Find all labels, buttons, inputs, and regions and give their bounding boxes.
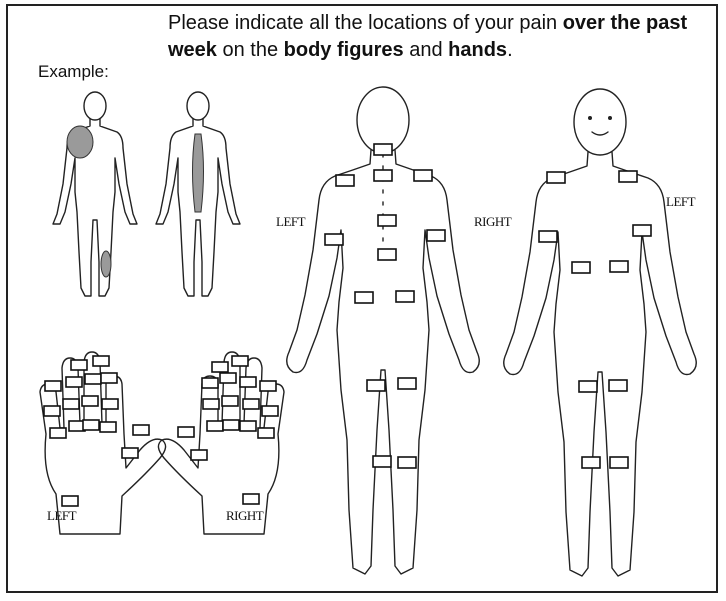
example-front-figure	[53, 92, 137, 296]
left-hand-finger-box[interactable]	[63, 399, 79, 409]
front-right-knee-box[interactable]	[609, 380, 627, 391]
back-right-shoulder-box[interactable]	[414, 170, 432, 181]
front-left-shoulder-box[interactable]	[547, 172, 565, 183]
right-hand-knuckle-box[interactable]	[258, 428, 274, 438]
back-body-figure	[287, 87, 480, 574]
right-hand-knuckle-box[interactable]	[223, 420, 239, 430]
example-shoulder-shading	[67, 126, 93, 158]
front-right-hip-box[interactable]	[610, 261, 628, 272]
front-right-upper-arm-box[interactable]	[633, 225, 651, 236]
right-hand-finger-box[interactable]	[202, 378, 218, 388]
right-hand-finger-box[interactable]	[240, 377, 256, 387]
right-hand-finger-box[interactable]	[262, 406, 278, 416]
left-hand-finger-box[interactable]	[85, 374, 101, 384]
back-left-hip-box[interactable]	[355, 292, 373, 303]
right-hand-knuckle-box[interactable]	[240, 421, 256, 431]
front-body-figure	[504, 89, 697, 576]
face-eye-icon	[588, 116, 592, 120]
back-left-shoulder-box[interactable]	[336, 175, 354, 186]
front-left-ankle-box[interactable]	[582, 457, 600, 468]
right-hand-finger-box[interactable]	[203, 399, 219, 409]
left-hand-finger-box[interactable]	[93, 356, 109, 366]
front-left-knee-box[interactable]	[579, 381, 597, 392]
right-hand-thumb-base-box[interactable]	[191, 450, 207, 460]
left-hand-thumb-base-box[interactable]	[122, 448, 138, 458]
left-hand-knuckle-box[interactable]	[100, 422, 116, 432]
back-right-upper-arm-box[interactable]	[427, 230, 445, 241]
right-hand-finger-box[interactable]	[222, 396, 238, 406]
right-hand-finger-box[interactable]	[232, 356, 248, 366]
left-hand-finger-box[interactable]	[45, 381, 61, 391]
back-upper-spine-box[interactable]	[374, 170, 392, 181]
left-hand-thumb-box[interactable]	[133, 425, 149, 435]
back-neck-box[interactable]	[374, 144, 392, 155]
right-hand-knuckle-box[interactable]	[207, 421, 223, 431]
back-right-ankle-box[interactable]	[398, 457, 416, 468]
right-hand-finger-box[interactable]	[220, 373, 236, 383]
right-hand-thumb-box[interactable]	[178, 427, 194, 437]
right-hand-boxes	[178, 356, 278, 504]
left-hand-wrist-box[interactable]	[62, 496, 78, 506]
back-left-knee-box[interactable]	[367, 380, 385, 391]
example-back-figure	[156, 92, 240, 296]
left-hand-finger-box[interactable]	[102, 399, 118, 409]
back-left-upper-arm-box[interactable]	[325, 234, 343, 245]
back-lower-spine-box[interactable]	[378, 249, 396, 260]
back-left-ankle-box[interactable]	[373, 456, 391, 467]
right-hand-finger-box[interactable]	[212, 362, 228, 372]
front-left-upper-arm-box[interactable]	[539, 231, 557, 242]
left-hand-finger-box[interactable]	[101, 373, 117, 383]
left-hand-boxes	[44, 356, 149, 506]
left-hand-finger-box[interactable]	[66, 377, 82, 387]
front-right-shoulder-box[interactable]	[619, 171, 637, 182]
example-leg-shading	[101, 251, 111, 277]
example-spine-shading	[193, 134, 204, 212]
left-hand-knuckle-box[interactable]	[83, 420, 99, 430]
left-hand-finger-box[interactable]	[82, 396, 98, 406]
left-hand-finger-box[interactable]	[44, 406, 60, 416]
face-mouth-icon	[592, 132, 608, 135]
back-right-knee-box[interactable]	[398, 378, 416, 389]
face-eye-icon	[608, 116, 612, 120]
left-hand-finger-box[interactable]	[71, 360, 87, 370]
right-hand-finger-box[interactable]	[243, 399, 259, 409]
right-hand-wrist-box[interactable]	[243, 494, 259, 504]
back-mid-spine-box[interactable]	[378, 215, 396, 226]
back-right-hip-box[interactable]	[396, 291, 414, 302]
front-right-ankle-box[interactable]	[610, 457, 628, 468]
left-hand-knuckle-box[interactable]	[50, 428, 66, 438]
right-hand-finger-box[interactable]	[260, 381, 276, 391]
front-left-hip-box[interactable]	[572, 262, 590, 273]
